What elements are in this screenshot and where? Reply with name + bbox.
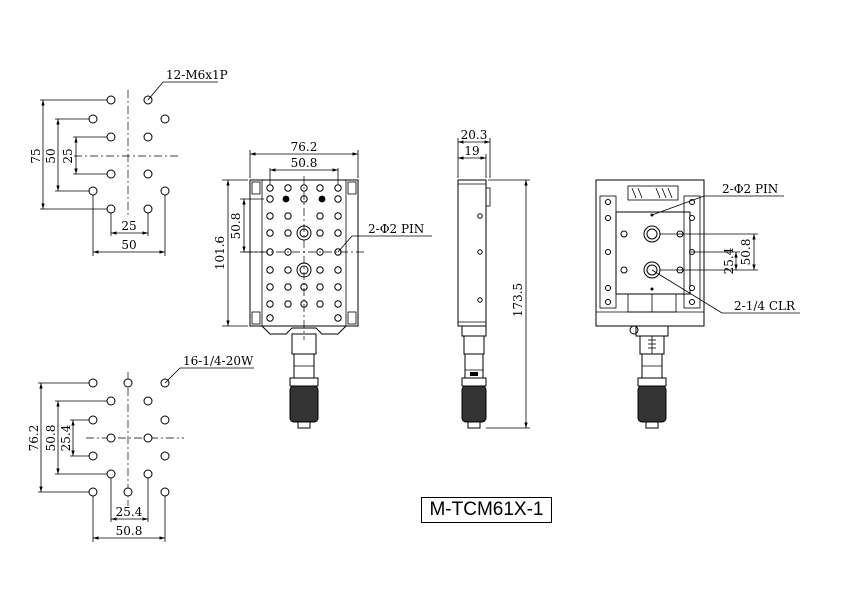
top-dim-height: 101.6 [213, 236, 227, 270]
bottom-dim-outer: 50.8 [739, 239, 753, 266]
top-view-micrometer [289, 333, 319, 429]
top-view: 76.2 50.8 101.6 50.8 2-Φ2 PIN [213, 140, 432, 429]
metric-hole [88, 95, 170, 214]
bottom-clr-callout: 2-1/4 CLR [734, 299, 796, 313]
bottom-dim-inner: 25.4 [722, 247, 736, 274]
side-dim-body: 19 [464, 144, 479, 158]
top-dim-inner-height: 50.8 [229, 213, 243, 240]
imperial-hole-pattern: 16-1/4-20W 76.2 50.8 25.4 25.4 50.8 [27, 354, 254, 542]
model-title: M-TCM61X-1 [421, 497, 552, 523]
imperial-dim-inner-horizontal: 25.4 [116, 505, 143, 519]
top-dim-inner-width: 50.8 [291, 156, 318, 170]
imperial-callout: 16-1/4-20W [183, 354, 254, 368]
metric-dim-mid-vertical: 50 [44, 148, 58, 163]
imperial-dim-outer-horizontal: 50.8 [116, 524, 143, 538]
side-view: 20.3 19 173.5 [457, 128, 530, 429]
top-view-hole [266, 184, 342, 322]
top-pin-callout: 2-Φ2 PIN [368, 222, 424, 236]
metric-dim-outer-vertical: 75 [29, 148, 43, 163]
imperial-dim-inner-vertical: 25.4 [59, 424, 73, 451]
side-dim-thickness: 20.3 [461, 128, 488, 142]
side-dim-total-length: 173.5 [511, 283, 525, 317]
imperial-dim-mid-vertical: 50.8 [44, 425, 58, 452]
metric-dim-outer-horizontal: 50 [121, 238, 136, 252]
metric-dim-inner-horizontal: 25 [121, 219, 136, 233]
metric-callout: 12-M6x1P [166, 68, 228, 82]
metric-dim-inner-vertical: 25 [61, 148, 75, 163]
imperial-hole [88, 378, 170, 497]
bottom-pin-callout: 2-Φ2 PIN [722, 182, 778, 196]
imperial-dim-outer-vertical: 76.2 [27, 425, 41, 452]
bottom-view: 25.4 50.8 2-Φ2 PIN 2-1/4 CLR [595, 179, 800, 429]
metric-hole-pattern: 12-M6x1P 75 50 25 25 50 [29, 68, 228, 256]
top-dim-width: 76.2 [291, 140, 318, 154]
